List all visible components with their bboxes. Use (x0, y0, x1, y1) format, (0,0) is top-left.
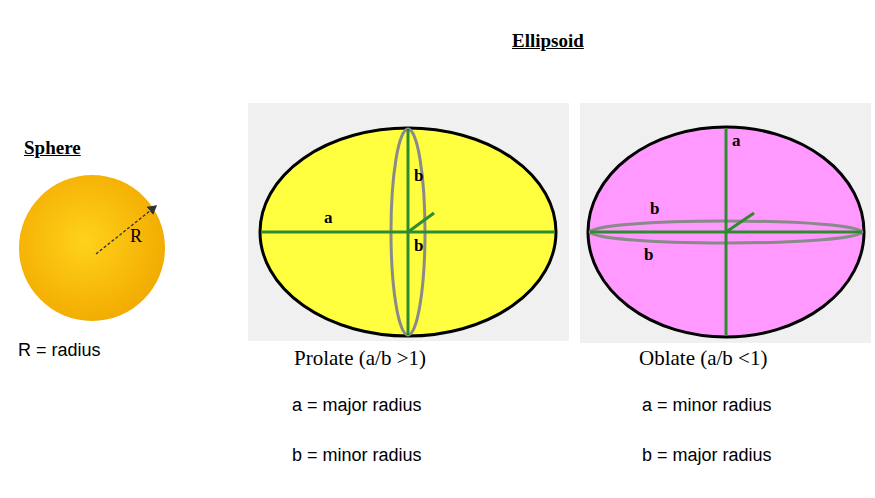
oblate-panel (580, 103, 871, 343)
sphere-circle (19, 175, 165, 321)
axis-label: a (732, 131, 741, 151)
oblate-ellipsoid-drawing (586, 125, 866, 339)
shape-heading: Sphere (24, 137, 81, 159)
prolate-ellipsoid-drawing (258, 126, 558, 338)
oblate-ellipsoid: a b b (586, 125, 866, 339)
shape-caption: Oblate (a/b <1) (639, 346, 767, 370)
prolate-outline (260, 128, 556, 336)
sphere: R (18, 174, 166, 322)
prolate-ellipsoid: a b b (258, 126, 558, 338)
prolate-panel (248, 103, 569, 341)
minor-axis-depth (408, 213, 434, 232)
axis-label: b (650, 199, 659, 219)
major-axis-depth (726, 213, 754, 232)
definition: a = minor radius (642, 395, 772, 416)
axis-label: R (130, 226, 142, 247)
definition: b = major radius (642, 445, 772, 466)
shape-caption: Prolate (a/b >1) (294, 346, 426, 370)
radius-arrow (96, 206, 156, 254)
definition: b = minor radius (292, 445, 422, 466)
sphere-drawing (18, 174, 166, 322)
diagram-title: Ellipsoid (512, 30, 584, 52)
axis-label: b (644, 245, 653, 265)
oblate-outline (588, 127, 864, 337)
axis-label: b (414, 236, 423, 256)
definition: a = major radius (292, 395, 422, 416)
axis-label: b (414, 166, 423, 186)
axis-label: a (324, 208, 333, 228)
definition: R = radius (18, 340, 101, 361)
